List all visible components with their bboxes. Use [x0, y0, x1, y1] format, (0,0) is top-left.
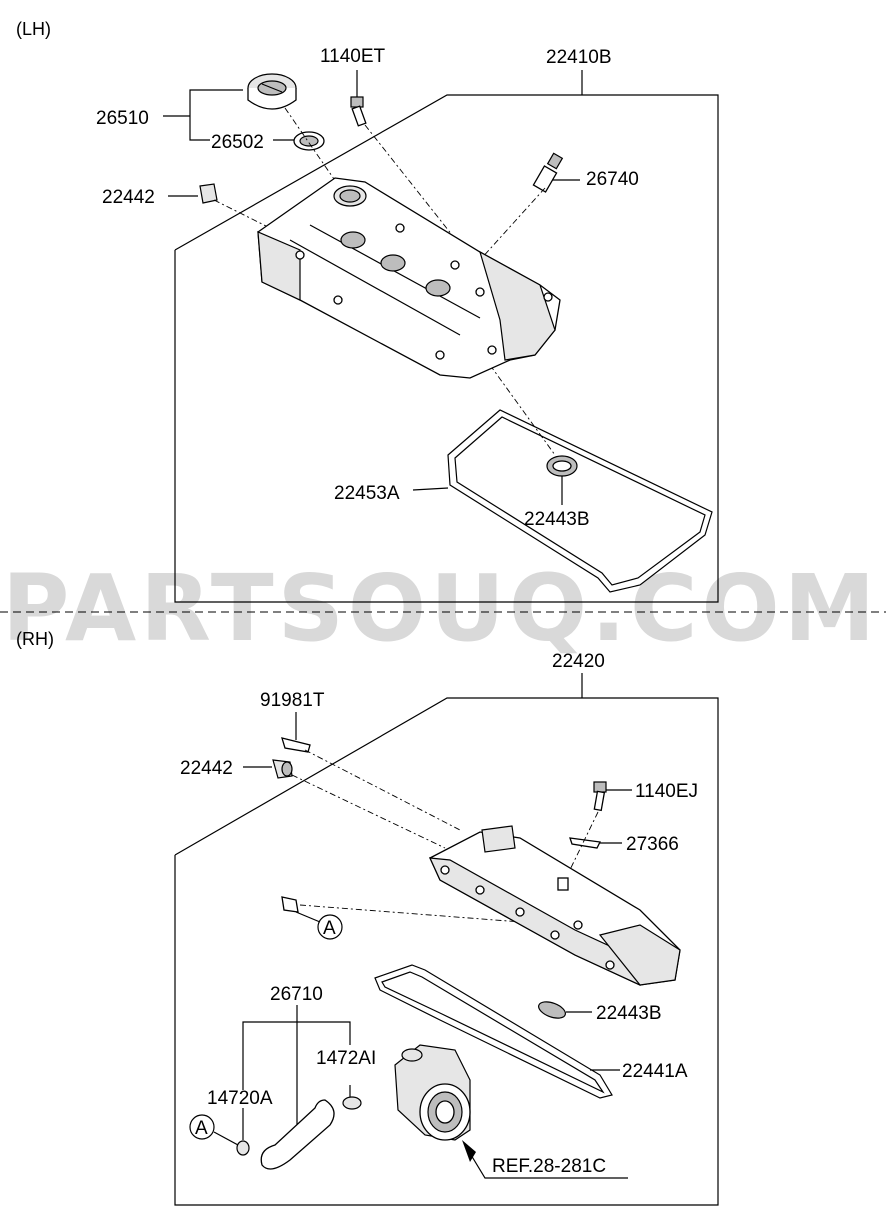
- valve-cover-gasket-lh: [412, 409, 713, 593]
- clamp-14720a: [236, 1108, 250, 1156]
- bolt-1140ej: [593, 781, 632, 812]
- pcv-valve-26740: [532, 152, 580, 193]
- label-91981t: 91981T: [260, 690, 325, 711]
- rh-assembly: A A: [174, 651, 719, 1206]
- oil-filler-cap: [247, 73, 297, 110]
- throttle-body: [394, 1044, 471, 1141]
- label-ref-28-281c: REF.28-281C: [492, 1156, 606, 1177]
- label-22453a: 22453A: [334, 483, 400, 504]
- grommet-22442-rh: [243, 759, 293, 779]
- lh-frame: [174, 94, 719, 603]
- label-22443b-lh: 22443B: [524, 509, 590, 530]
- section-label-rh: (RH): [16, 629, 54, 649]
- label-26710: 26710: [270, 984, 323, 1005]
- section-label-lh: (LH): [16, 19, 51, 39]
- ref-arrow: [462, 1140, 628, 1179]
- label-1140et: 1140ET: [320, 46, 386, 67]
- label-22442-rh: 22442: [180, 758, 233, 779]
- bolt-1140et: [350, 70, 367, 127]
- label-14720a: 14720A: [207, 1088, 273, 1109]
- watermark: PARTSOUQ.COM: [2, 555, 879, 662]
- part-27366: [569, 837, 622, 849]
- label-22442-lh: 22442: [102, 187, 155, 208]
- valve-cover-lh: [257, 177, 561, 379]
- label-22420: 22420: [552, 651, 605, 672]
- label-26502: 26502: [211, 132, 264, 153]
- label-ref-a2: A: [195, 1118, 208, 1139]
- seal-22443b-rh: [538, 1001, 592, 1019]
- breather-hose: [260, 1099, 335, 1170]
- ref-marker-a1: [317, 914, 343, 940]
- label-1140ej: 1140EJ: [635, 781, 698, 802]
- label-22410b: 22410B: [546, 47, 612, 68]
- label-26740: 26740: [586, 169, 639, 190]
- clamp-1472ai: [342, 1085, 362, 1110]
- valve-cover-gasket-rh: [374, 964, 620, 1099]
- rh-frame: [174, 697, 719, 1206]
- ref-marker-a2: [189, 1114, 215, 1140]
- leader-26510: [189, 89, 243, 141]
- label-1472ai: 1472AI: [316, 1048, 376, 1069]
- label-22441a: 22441A: [622, 1061, 688, 1082]
- label-22443b-rh: 22443B: [596, 1003, 662, 1024]
- hose-connector: [281, 896, 321, 923]
- valve-cover-rh: [429, 825, 681, 986]
- label-ref-a1: A: [323, 918, 336, 939]
- grommet-22442-lh: [168, 183, 218, 204]
- lh-assembly: 26510 26502 1140ET 22410B 26740 22442 22…: [96, 46, 719, 603]
- cap-gasket: [293, 131, 325, 151]
- label-26510: 26510: [96, 108, 149, 129]
- label-27366: 27366: [626, 834, 679, 855]
- clip-91981t: [281, 712, 311, 753]
- seal-22443b-lh: [546, 455, 578, 505]
